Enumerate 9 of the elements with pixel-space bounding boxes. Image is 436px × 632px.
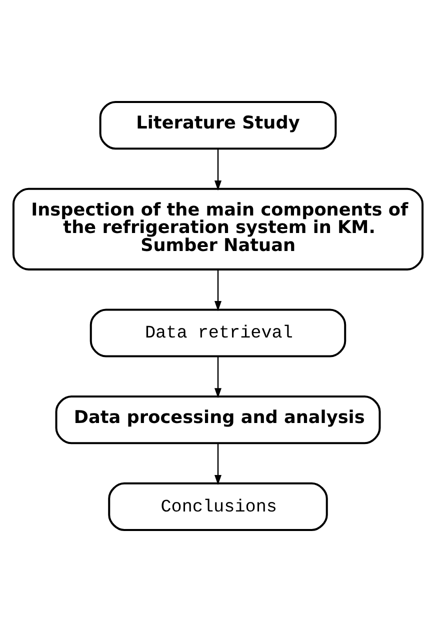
node-box: Literature Study bbox=[99, 101, 337, 150]
node-box: Inspection of the main components of the refrigeration system in KM. Sumber Natuan bbox=[12, 188, 424, 270]
arrow bbox=[214, 149, 222, 191]
node-box: Data retrieval bbox=[90, 308, 346, 358]
arrow bbox=[214, 443, 222, 486]
arrow bbox=[214, 270, 222, 312]
node-box: Conclusions bbox=[108, 482, 328, 531]
node-box: Data processing and analysis bbox=[55, 396, 381, 444]
arrow bbox=[214, 356, 222, 398]
